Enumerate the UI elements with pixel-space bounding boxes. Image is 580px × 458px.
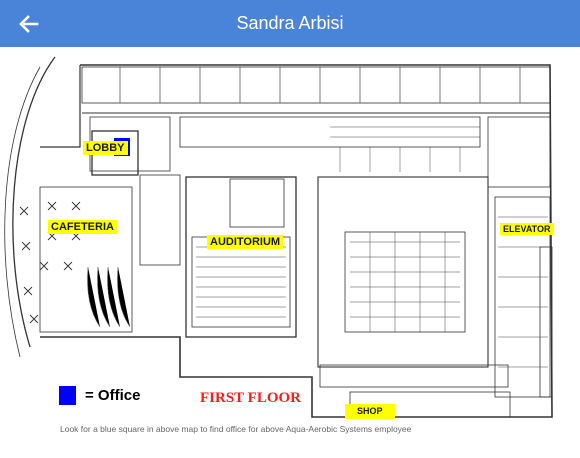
office-legend-text: = Office <box>85 387 141 404</box>
map-caption: Look for a blue square in above map to f… <box>60 424 412 434</box>
elevator-label: ELEVATOR <box>500 223 554 235</box>
shop-label: SHOP <box>345 404 395 419</box>
floorplan-drawing <box>4 56 553 418</box>
app-bar: Sandra Arbisi <box>0 0 580 47</box>
floor-map: LOBBY CAFETERIA AUDITORIUM ELEVATOR SHOP… <box>0 47 580 458</box>
auditorium-label: AUDITORIUM <box>207 235 284 249</box>
lobby-label: LOBBY <box>83 141 128 155</box>
floor-title: FIRST FLOOR <box>200 390 301 406</box>
back-button[interactable] <box>14 9 44 39</box>
arrow-left-icon <box>19 15 39 33</box>
cafeteria-label: CAFETERIA <box>48 220 117 234</box>
office-legend-swatch <box>59 386 76 405</box>
page-title: Sandra Arbisi <box>236 13 344 33</box>
